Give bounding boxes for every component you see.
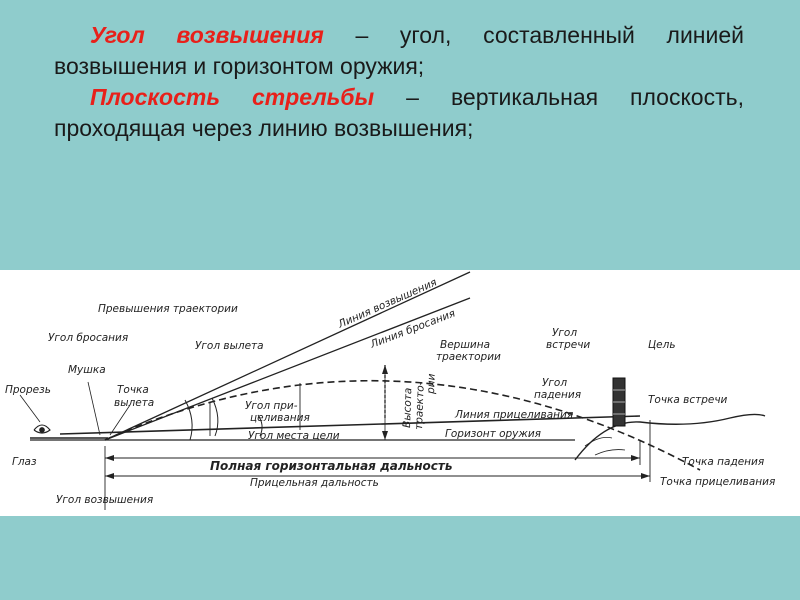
definition-firing-plane: Плоскость стрельбы – вертикальная плоско… <box>54 82 744 144</box>
definition-elevation-angle: Угол возвышения – угол, составленный лин… <box>54 20 744 82</box>
label-fall-angle-1: Угол <box>542 377 567 389</box>
label-meeting-angle-2: встречи <box>546 339 590 351</box>
label-height-3: рии <box>425 373 438 395</box>
label-aim-angle-2: целивания <box>250 412 310 424</box>
label-eye: Глаз <box>12 456 37 468</box>
label-aim-range: Прицельная дальность <box>250 477 379 489</box>
label-weapon-horizon: Горизонт оружия <box>445 428 541 440</box>
label-departure-point-1: Точка <box>117 384 149 396</box>
terrain <box>574 413 766 461</box>
term-elevation-angle: Угол возвышения <box>90 22 324 48</box>
label-target: Цель <box>648 339 676 351</box>
label-apex-2: траектории <box>436 351 501 363</box>
definition-firing-plane-text: – вертикальная плоскость, проходящая чер… <box>54 84 744 141</box>
label-target-angle: Угол места цели <box>248 430 340 442</box>
label-full-range: Полная горизонтальная дальность <box>210 459 452 473</box>
label-rear-notch: Прорезь <box>5 384 51 396</box>
label-trajectory-excess: Превышения траектории <box>98 303 238 315</box>
definition-elevation-angle-text: – угол, составленный линией возвышения и… <box>54 22 744 79</box>
label-meeting-angle-1: Угол <box>552 327 577 339</box>
label-front-sight: Мушка <box>68 364 106 376</box>
label-fall-angle-2: падения <box>534 389 581 401</box>
trajectory-diagram: Линия возвышения Линия бросания Превышен… <box>0 270 800 516</box>
label-height-2: траекто- <box>413 381 427 430</box>
definitions-text: Угол возвышения – угол, составленный лин… <box>54 20 744 144</box>
label-height-1: Высота <box>401 387 414 428</box>
line-of-elevation <box>104 271 471 441</box>
trajectory-curve <box>104 379 701 471</box>
aiming-line <box>59 415 641 435</box>
term-firing-plane: Плоскость стрельбы <box>90 84 375 110</box>
label-departure-point-2: вылета <box>114 397 154 409</box>
line-of-throw <box>104 297 471 441</box>
label-aim-angle-1: Угол при- <box>245 400 298 412</box>
label-angle-of-throw: Угол бросания <box>48 332 128 344</box>
trajectory-diagram-svg: Линия возвышения Линия бросания Превышен… <box>5 271 775 510</box>
label-elevation-angle: Угол возвышения <box>56 494 153 506</box>
label-meeting-point: Точка встречи <box>648 394 728 406</box>
label-aim-point: Точка прицеливания <box>660 476 775 488</box>
label-angle-of-departure: Угол вылета <box>195 340 264 352</box>
label-fall-point: Точка падения <box>682 456 764 468</box>
label-aiming-line: Линия прицеливания <box>454 409 573 421</box>
label-apex-1: Вершина <box>440 339 490 351</box>
